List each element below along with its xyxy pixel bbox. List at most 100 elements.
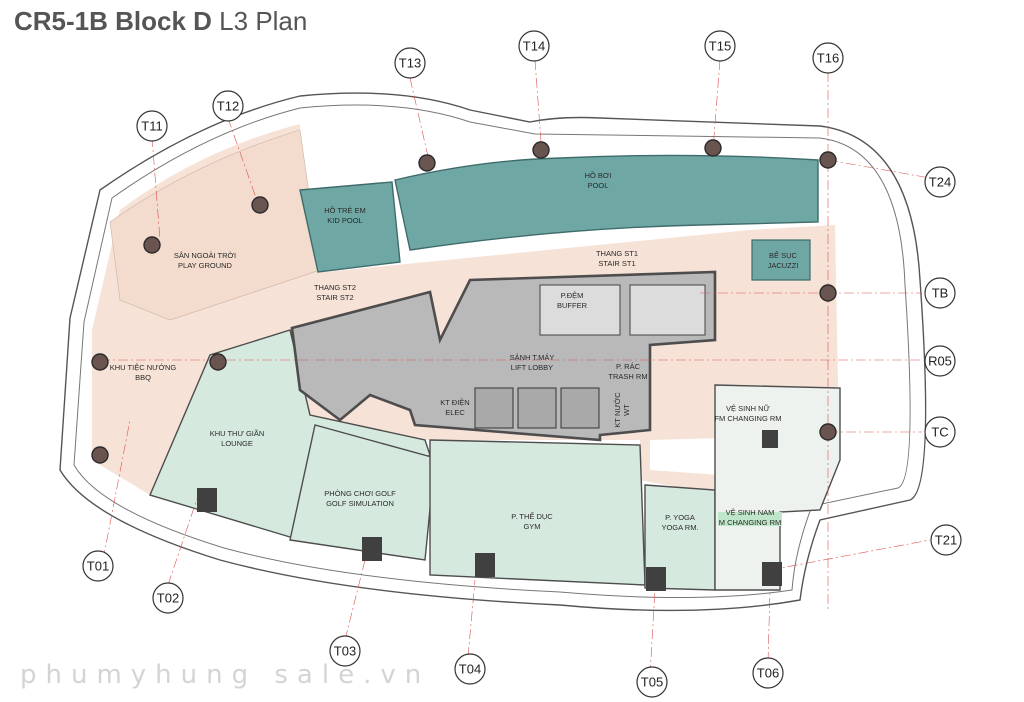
column: [91, 446, 109, 464]
column: [251, 196, 269, 214]
m-changing-highlight: [718, 512, 782, 526]
grid-bubble: T24: [924, 166, 956, 198]
grid-label: T11: [141, 119, 162, 134]
column: [532, 141, 550, 159]
column: [819, 151, 837, 169]
grid-bubble: TC: [924, 416, 956, 448]
buffer-room: [539, 284, 621, 336]
line: BUFFER: [557, 301, 588, 310]
column: [209, 353, 227, 371]
grid-bubble: T21: [930, 524, 962, 556]
column: [704, 139, 722, 157]
lift-1: [474, 387, 514, 429]
line: FM CHANGING RM: [714, 414, 781, 423]
line: STAIR ST2: [316, 293, 353, 302]
grid-label: T01: [87, 559, 109, 574]
inner-slab-edge: [73, 104, 911, 599]
grid-label: TB: [932, 286, 949, 301]
grid-bubble: T05: [636, 666, 668, 698]
core-pillars: [197, 430, 782, 591]
column: [819, 284, 837, 302]
line: HỒ TRẺ EM: [324, 205, 366, 215]
title-block: CR5-1B Block D: [14, 6, 212, 36]
kid-pool: [299, 181, 401, 273]
line: VỆ SINH NAM: [726, 508, 775, 517]
line: HỒ BƠI: [585, 170, 612, 180]
line: M CHANGING RM: [719, 518, 782, 527]
line: ELEC: [445, 408, 465, 417]
grid-label: T15: [709, 39, 731, 54]
pillar: [197, 488, 217, 512]
line: LIFT LOBBY: [511, 363, 553, 372]
grid-bubble: T13: [394, 47, 426, 79]
grid-bubbles: T01 T02 T03 T04 T05 T06 T11 T12 T13 T14 …: [82, 30, 962, 698]
line: TRASH RM: [608, 372, 647, 381]
column: [143, 236, 161, 254]
line: KHU TIỆC NƯỚNG: [110, 363, 177, 372]
grid-label: T13: [399, 56, 421, 71]
line: KT ĐIỆN: [440, 398, 469, 407]
grid-label: T24: [929, 175, 951, 190]
grid-label: T05: [641, 675, 663, 690]
line: PLAY GROUND: [178, 261, 232, 270]
grid-bubble: T01: [82, 550, 114, 582]
title-level: L3 Plan: [219, 6, 308, 36]
line: GYM: [523, 522, 540, 531]
grid-label: T21: [935, 533, 957, 548]
line: SẢNH T.MÁY: [510, 353, 555, 362]
lift-2: [517, 387, 557, 429]
grid-bubble: R05: [924, 345, 956, 377]
pillar: [362, 537, 382, 561]
line: POOL: [588, 181, 609, 190]
grid-label: T16: [817, 51, 839, 66]
grid-label: T06: [757, 666, 779, 681]
grid-bubble: T15: [704, 30, 736, 62]
grid-bubble: T06: [752, 657, 784, 689]
grid-bubble: T14: [518, 30, 550, 62]
stair-st1: [629, 284, 706, 336]
pillar: [475, 553, 495, 577]
line: PHÒNG CHƠI GOLF: [324, 489, 396, 498]
line: P.ĐỆM: [561, 291, 584, 300]
line: THANG ST1: [596, 249, 638, 258]
line: BỂ SỤC: [769, 251, 798, 260]
column: [819, 423, 837, 441]
line: JACUZZI: [768, 261, 799, 270]
grid-label: T14: [523, 39, 545, 54]
line: KID POOL: [327, 216, 362, 225]
line: P. THỂ DỤC: [511, 512, 553, 521]
grid-label: R05: [928, 354, 952, 369]
grid-label: T12: [217, 99, 239, 114]
columns: [91, 139, 837, 464]
grid-bubble: TB: [924, 277, 956, 309]
grid-bubble: T11: [136, 110, 168, 142]
column: [91, 353, 109, 371]
grid-bubble: T02: [152, 582, 184, 614]
pillar: [762, 430, 778, 448]
label-wt: KT NƯỚCWT: [613, 392, 631, 428]
changing-rooms: [714, 384, 841, 591]
grid-label: T03: [334, 644, 356, 659]
grid-bubble: T03: [329, 635, 361, 667]
grid-bubble: T12: [212, 90, 244, 122]
line: YOGA RM.: [661, 523, 698, 532]
grid-bubble: T04: [454, 653, 486, 685]
line: VỆ SINH NỮ: [726, 404, 771, 413]
line: BBQ: [135, 373, 151, 382]
grid-label: T02: [157, 591, 179, 606]
